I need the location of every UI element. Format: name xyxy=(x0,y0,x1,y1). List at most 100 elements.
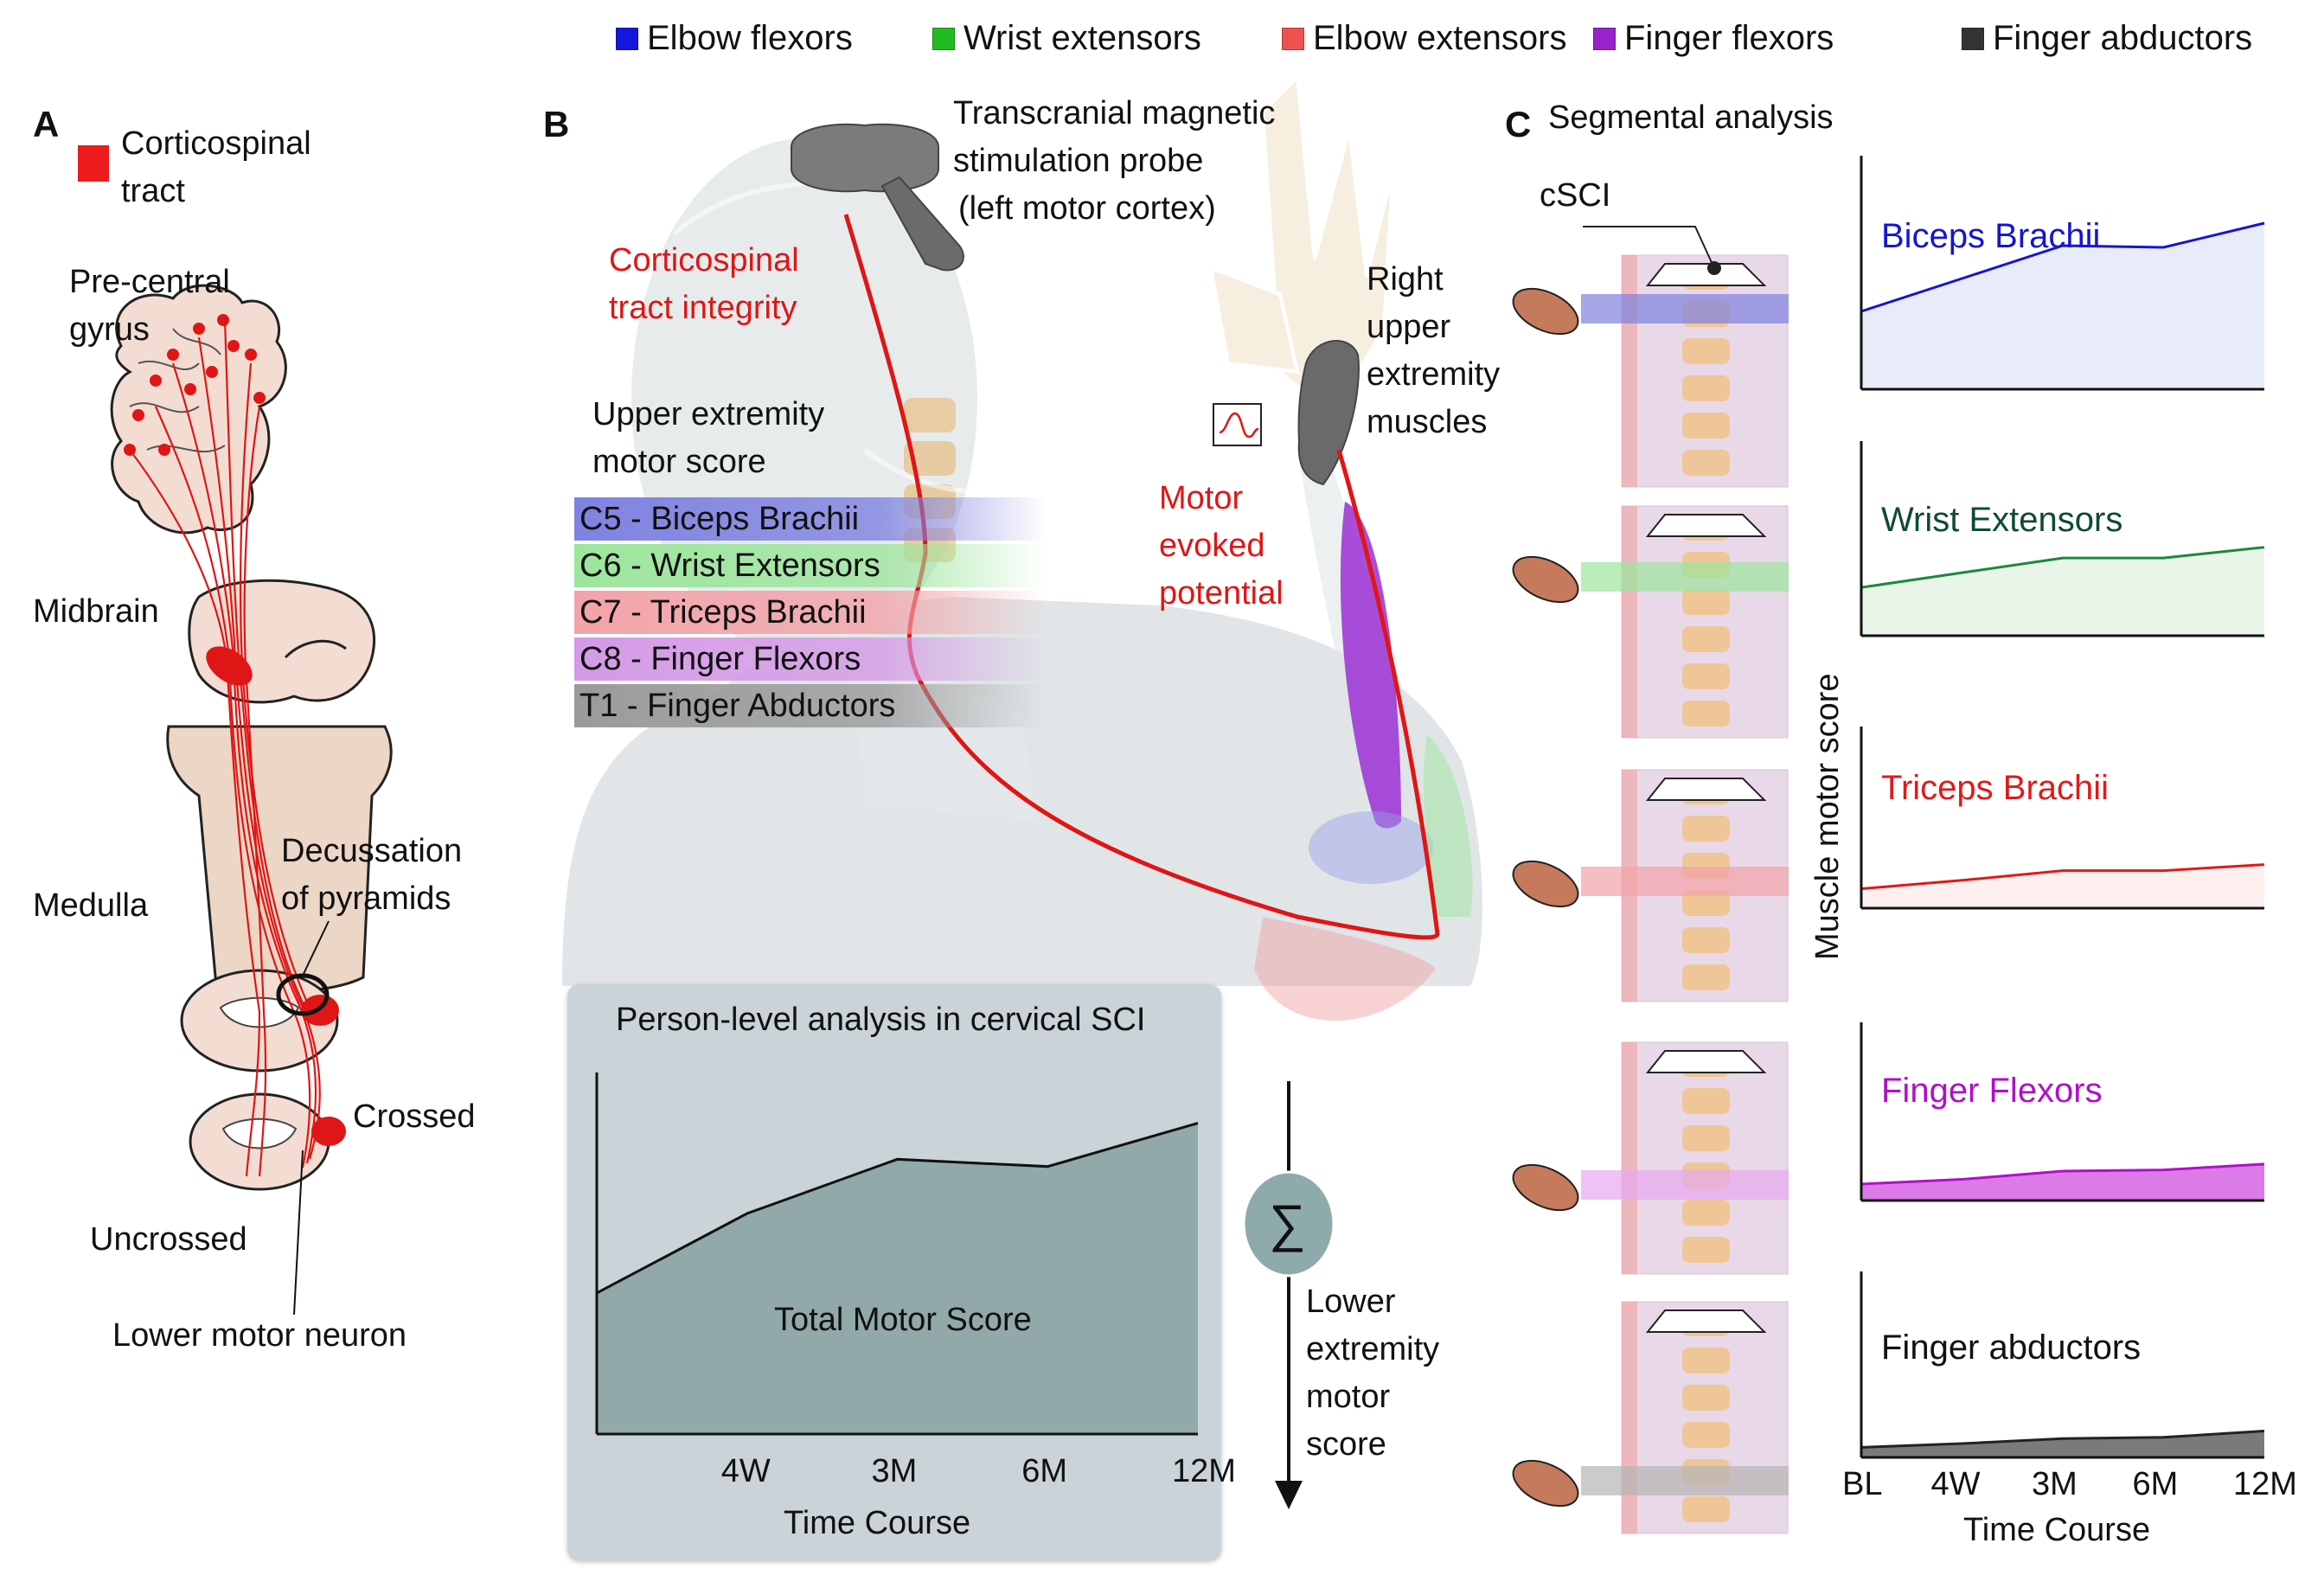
person-x-tick: 3M xyxy=(871,1453,918,1489)
segment-chart-title: Finger abductors xyxy=(1881,1329,2142,1367)
vertebra xyxy=(1682,1496,1730,1522)
uems-label-2: motor score xyxy=(592,444,766,480)
lems-label-2: extremity xyxy=(1306,1331,1440,1367)
spine-side xyxy=(1622,1042,1637,1274)
right-ue-label-2: upper xyxy=(1367,309,1451,345)
legend-item: Finger flexors xyxy=(1593,19,1834,58)
vertebra xyxy=(1682,1348,1730,1373)
segment-highlight xyxy=(1581,562,1789,592)
uems-level-row: T1 - Finger Abductors xyxy=(574,684,1047,727)
spine-cut-plane xyxy=(1645,514,1767,537)
medulla-label: Medulla xyxy=(33,887,149,924)
sum-symbol: ∑ xyxy=(1269,1194,1306,1252)
panel-a-letter: A xyxy=(33,104,60,144)
vertebra xyxy=(1682,1125,1730,1151)
corticospinal-fibers xyxy=(129,319,321,1177)
segment-x-tick: 4W xyxy=(1930,1466,1981,1502)
cst-integrity-label-1: Corticospinal xyxy=(609,242,799,279)
mep-label-1: Motor xyxy=(1159,480,1244,516)
lower-motor-neuron-label: Lower motor neuron xyxy=(112,1317,407,1354)
segment-chart-title: Finger Flexors xyxy=(1881,1072,2103,1110)
segment-highlight xyxy=(1581,867,1789,896)
person-level-title: Person-level analysis in cervical SCI xyxy=(616,1002,1146,1038)
arm-muscle-highlights xyxy=(1254,502,1473,1021)
spine-side xyxy=(1622,1302,1637,1534)
uems-level-row: C5 - Biceps Brachii xyxy=(574,497,1047,541)
vertebra xyxy=(1682,816,1730,842)
legend-label: Finger abductors xyxy=(1993,19,2253,57)
muscle-icon xyxy=(1512,1459,1579,1508)
legend-label: Elbow flexors xyxy=(647,19,853,57)
segment-chart-title: Triceps Brachii xyxy=(1881,769,2110,807)
panel-c-letter: C xyxy=(1505,104,1532,144)
decussation-label-2: of pyramids xyxy=(281,880,451,917)
midbrain-illustration xyxy=(188,579,376,704)
vertebra xyxy=(1682,1422,1730,1448)
vertebra xyxy=(1682,450,1730,476)
vertebra xyxy=(1682,1385,1730,1411)
muscle-icon xyxy=(1512,555,1579,604)
spinal-tract-blob xyxy=(311,1117,346,1146)
decussation-leader xyxy=(302,920,330,976)
lems-label-4: score xyxy=(1306,1426,1386,1463)
right-ue-label-4: muscles xyxy=(1367,404,1488,440)
uems-level-row: C8 - Finger Flexors xyxy=(574,637,1047,681)
decussation-label-1: Decussation xyxy=(281,833,463,869)
vertebra xyxy=(1682,927,1730,953)
precentral-label-1: Pre-central xyxy=(69,264,230,300)
vertebra xyxy=(1682,375,1730,401)
cscI-leader xyxy=(1583,226,1715,269)
vertebra xyxy=(1682,890,1730,916)
uems-level-row: C6 - Wrist Extensors xyxy=(574,544,1047,587)
muscle-icon xyxy=(1512,287,1579,336)
legend-label: Elbow extensors xyxy=(1313,19,1567,57)
person-x-label: Time Course xyxy=(784,1505,971,1541)
muscle-icon xyxy=(1512,860,1579,908)
legend-item: Wrist extensors xyxy=(932,19,1201,58)
uncrossed-label: Uncrossed xyxy=(90,1221,247,1258)
midbrain-tract-blob xyxy=(206,646,253,686)
midbrain-label: Midbrain xyxy=(33,593,159,630)
spine-cut-plane xyxy=(1645,263,1767,286)
segment-highlight xyxy=(1581,294,1789,323)
segment-highlight xyxy=(1581,1170,1789,1200)
segment-highlight xyxy=(1581,1466,1789,1495)
legend-swatch xyxy=(1593,27,1616,50)
vertebra xyxy=(1682,338,1730,364)
right-ue-label-3: extremity xyxy=(1367,356,1501,393)
vertebra xyxy=(1682,1088,1730,1114)
vertebra xyxy=(1682,964,1730,990)
spine-cut-plane xyxy=(1645,778,1767,801)
person-x-tick: 12M xyxy=(1172,1453,1236,1489)
segment-x-tick: 3M xyxy=(2032,1466,2078,1502)
panel-b-letter: B xyxy=(543,104,570,144)
legend-swatch xyxy=(616,27,638,50)
cst-key-label-2: tract xyxy=(121,173,185,209)
legend-item: Elbow extensors xyxy=(1282,19,1566,58)
brain-cortex-illustration xyxy=(110,284,287,535)
spine-box xyxy=(1621,505,1789,739)
right-ue-label-1: Right xyxy=(1367,261,1444,298)
spine-box xyxy=(1621,1041,1789,1275)
segment-chart-title: Wrist Extensors xyxy=(1881,501,2123,539)
segment-x-tick: 12M xyxy=(2233,1466,2297,1502)
precentral-label-2: gyrus xyxy=(69,311,150,348)
muscle-motor-score-label: Muscle motor score xyxy=(1809,673,1846,960)
legend-label: Finger flexors xyxy=(1624,19,1834,57)
lems-label-1: Lower xyxy=(1306,1284,1396,1320)
uems-level-row: C7 - Triceps Brachii xyxy=(574,591,1047,634)
spine-side xyxy=(1622,506,1637,738)
spine-cut-plane xyxy=(1645,1050,1767,1073)
spine-cut-plane xyxy=(1645,1309,1767,1333)
legend-item: Elbow flexors xyxy=(616,19,853,58)
tms-label-2: stimulation probe xyxy=(953,143,1204,179)
crossed-label: Crossed xyxy=(353,1098,476,1135)
vertebra xyxy=(1682,413,1730,439)
segment-chart-title: Biceps Brachii xyxy=(1881,217,2101,255)
cst-key-swatch xyxy=(78,145,109,182)
legend-swatch xyxy=(1282,27,1304,50)
segment-x-tick: BL xyxy=(1842,1466,1883,1502)
legend-label: Wrist extensors xyxy=(964,19,1201,57)
mep-label-3: potential xyxy=(1159,575,1284,612)
